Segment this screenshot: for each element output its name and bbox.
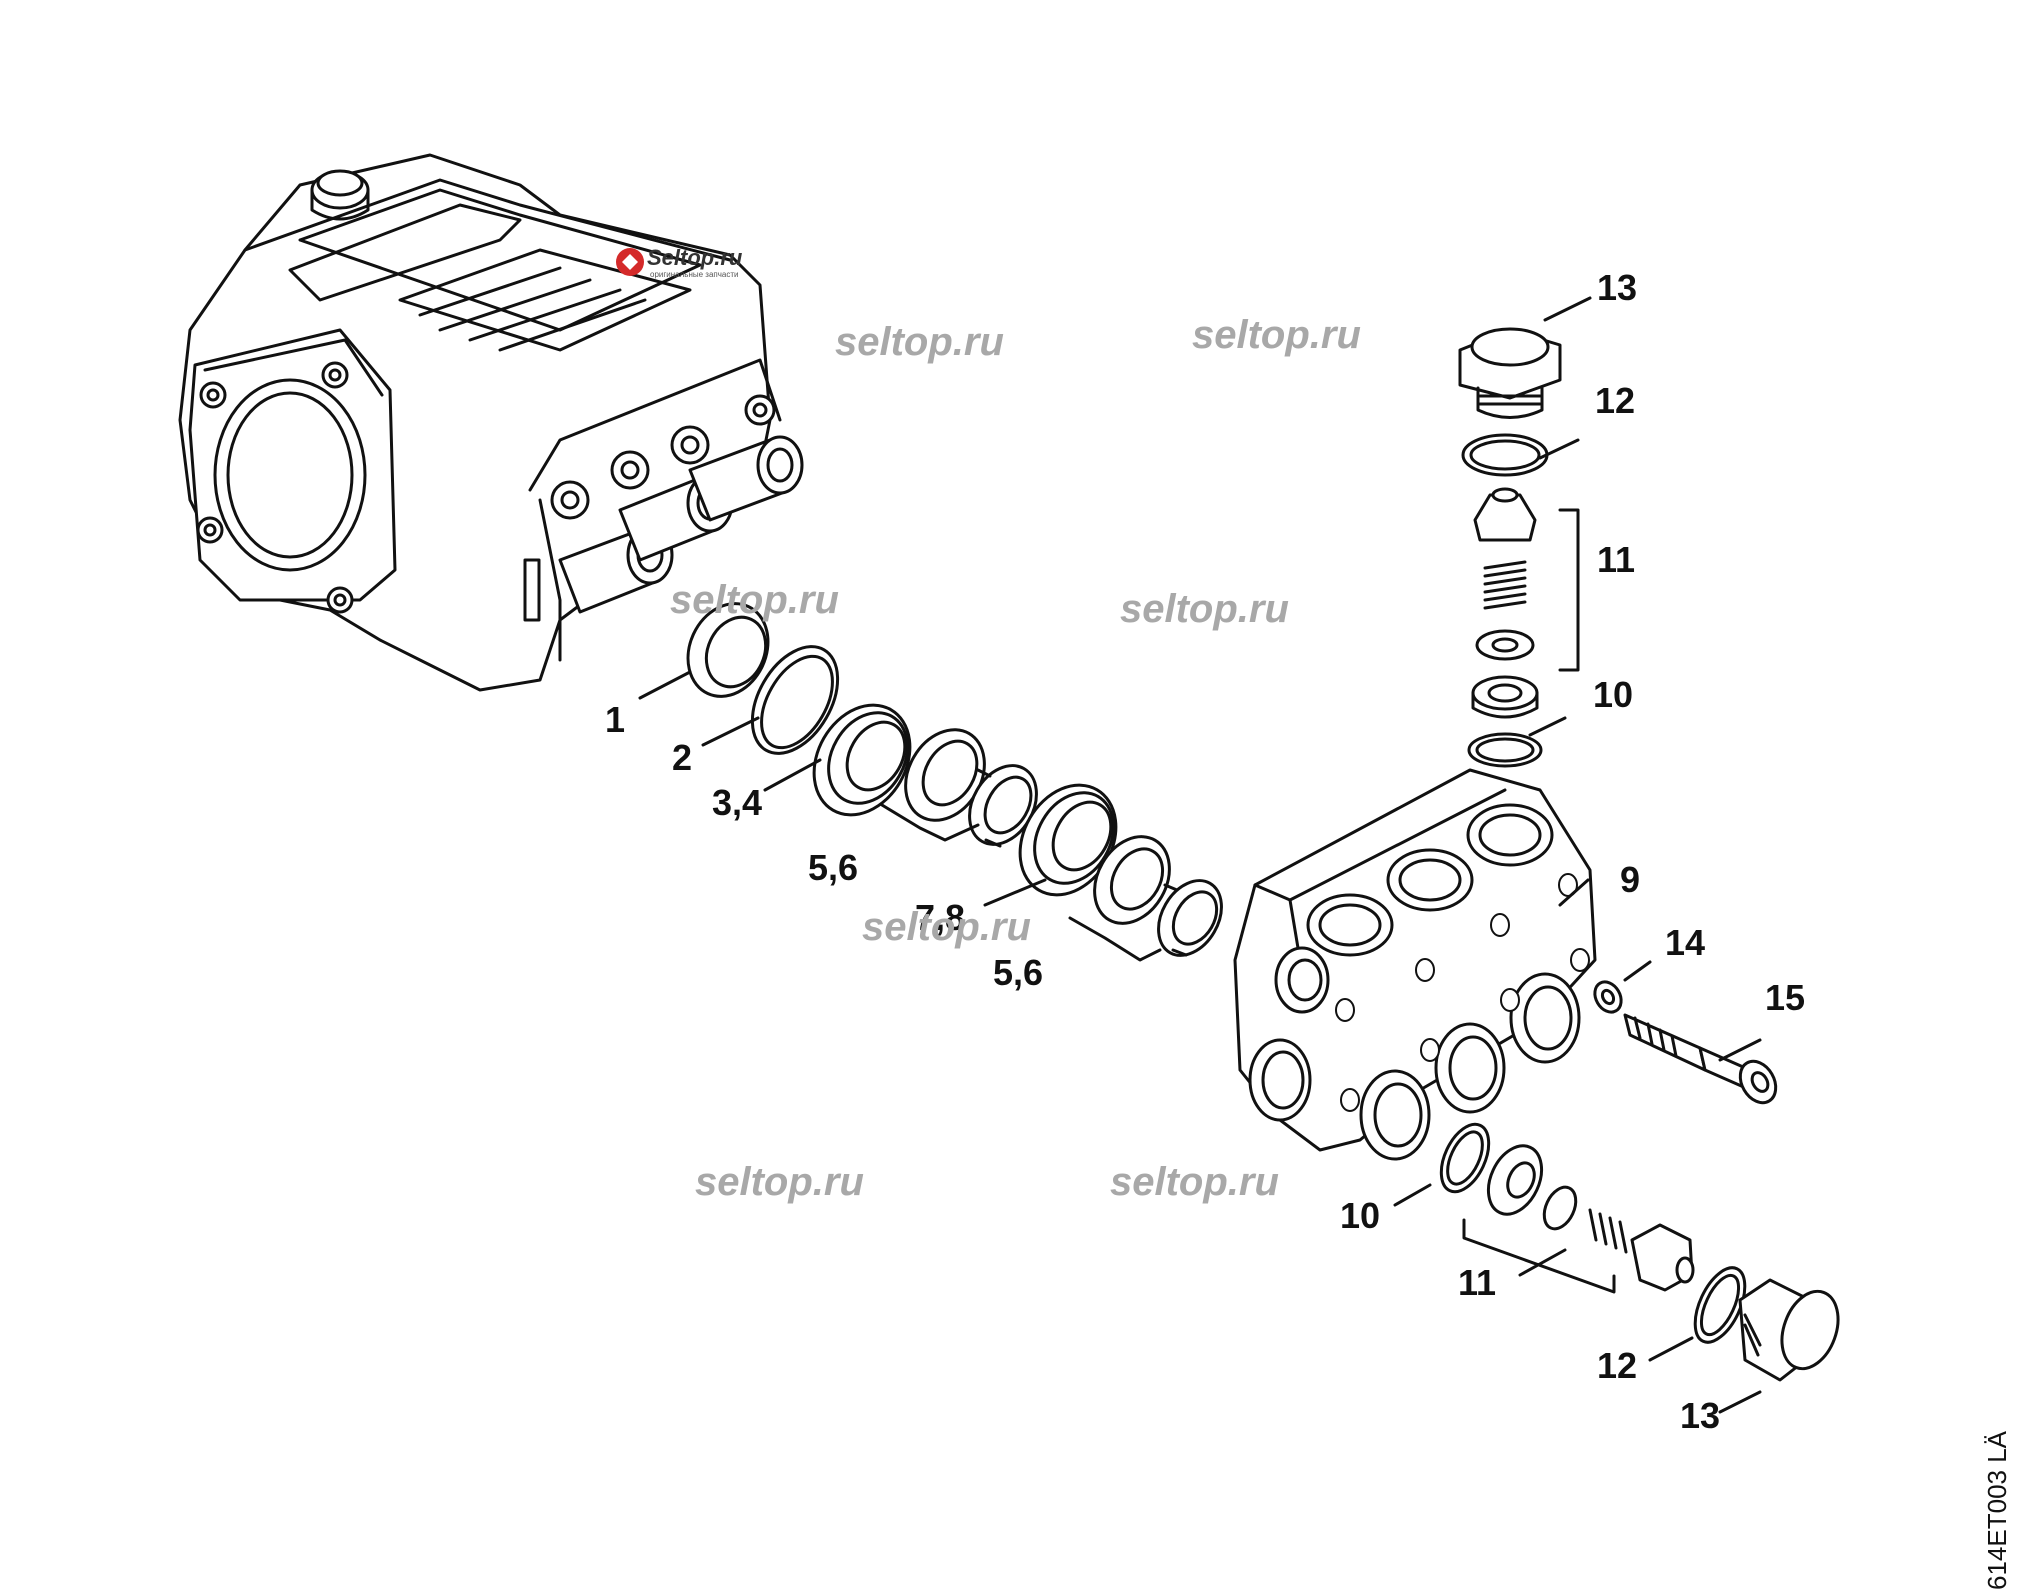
lower-valve-stack (1439, 1122, 1840, 1382)
watermark: seltop.ru (695, 1160, 864, 1204)
seal-chain (686, 602, 1223, 957)
drawing-code: 614ET003 LÄ (1982, 1430, 2012, 1590)
part-14-washer (1593, 980, 1623, 1014)
callout-7-8: 7,8 (915, 897, 965, 938)
callout-10-lower: 10 (1340, 1195, 1380, 1236)
callout-labels: 1 2 3,4 5,6 7,8 5,6 9 10 11 12 13 14 15 … (605, 267, 1805, 1436)
logo-name: Seltop.ru (647, 245, 743, 270)
callout-5-6-upper: 5,6 (808, 847, 858, 888)
watermark: seltop.ru (670, 578, 839, 622)
part-9-valve-head (1233, 768, 1597, 1161)
callout-10-upper: 10 (1593, 674, 1633, 715)
callout-12-upper: 12 (1595, 380, 1635, 421)
watermark: seltop.ru (1110, 1160, 1279, 1204)
logo-tagline: оригинальные запчасти (650, 270, 739, 279)
callout-3-4: 3,4 (712, 782, 762, 823)
part-3-4-seal (812, 703, 912, 817)
watermark: seltop.ru (862, 905, 1031, 949)
part-5-6-upper (904, 728, 1038, 848)
watermarks: seltop.ru seltop.ru seltop.ru seltop.ru … (670, 313, 1361, 1204)
part-11-valve-upper (1471, 487, 1580, 719)
part-1-ring (686, 602, 770, 698)
part-15-bolt (1623, 1013, 1778, 1105)
callout-9: 9 (1620, 859, 1640, 900)
part-12-oring-lower (1693, 1266, 1747, 1344)
upper-valve-stack (1458, 327, 1580, 768)
part-11-valve-lower (1462, 1144, 1695, 1294)
watermark: seltop.ru (1192, 313, 1361, 357)
callout-13-upper: 13 (1597, 267, 1637, 308)
callout-5-6-lower: 5,6 (993, 952, 1043, 993)
watermark: seltop.ru (835, 320, 1004, 364)
part-13-plug-upper (1458, 327, 1562, 419)
part-7-8-seal (1018, 783, 1118, 897)
part-13-plug-lower (1738, 1278, 1840, 1382)
watermark: seltop.ru (1120, 587, 1289, 631)
callout-15: 15 (1765, 977, 1805, 1018)
callout-12-lower: 12 (1597, 1345, 1637, 1386)
callout-14: 14 (1665, 922, 1705, 963)
part-2-oring (750, 645, 840, 755)
part-5-6-lower (1093, 835, 1223, 957)
seltop-logo: Seltop.ru оригинальные запчасти (616, 245, 743, 279)
pump-housing (178, 153, 804, 692)
callout-2: 2 (672, 737, 692, 778)
part-10-oring-lower (1439, 1122, 1491, 1194)
plunger-3 (688, 435, 804, 522)
callout-13-lower: 13 (1680, 1395, 1720, 1436)
callout-1: 1 (605, 699, 625, 740)
callout-11-lower: 11 (1458, 1262, 1496, 1303)
callout-11-upper: 11 (1597, 539, 1635, 580)
leader-lines (638, 296, 1762, 1414)
